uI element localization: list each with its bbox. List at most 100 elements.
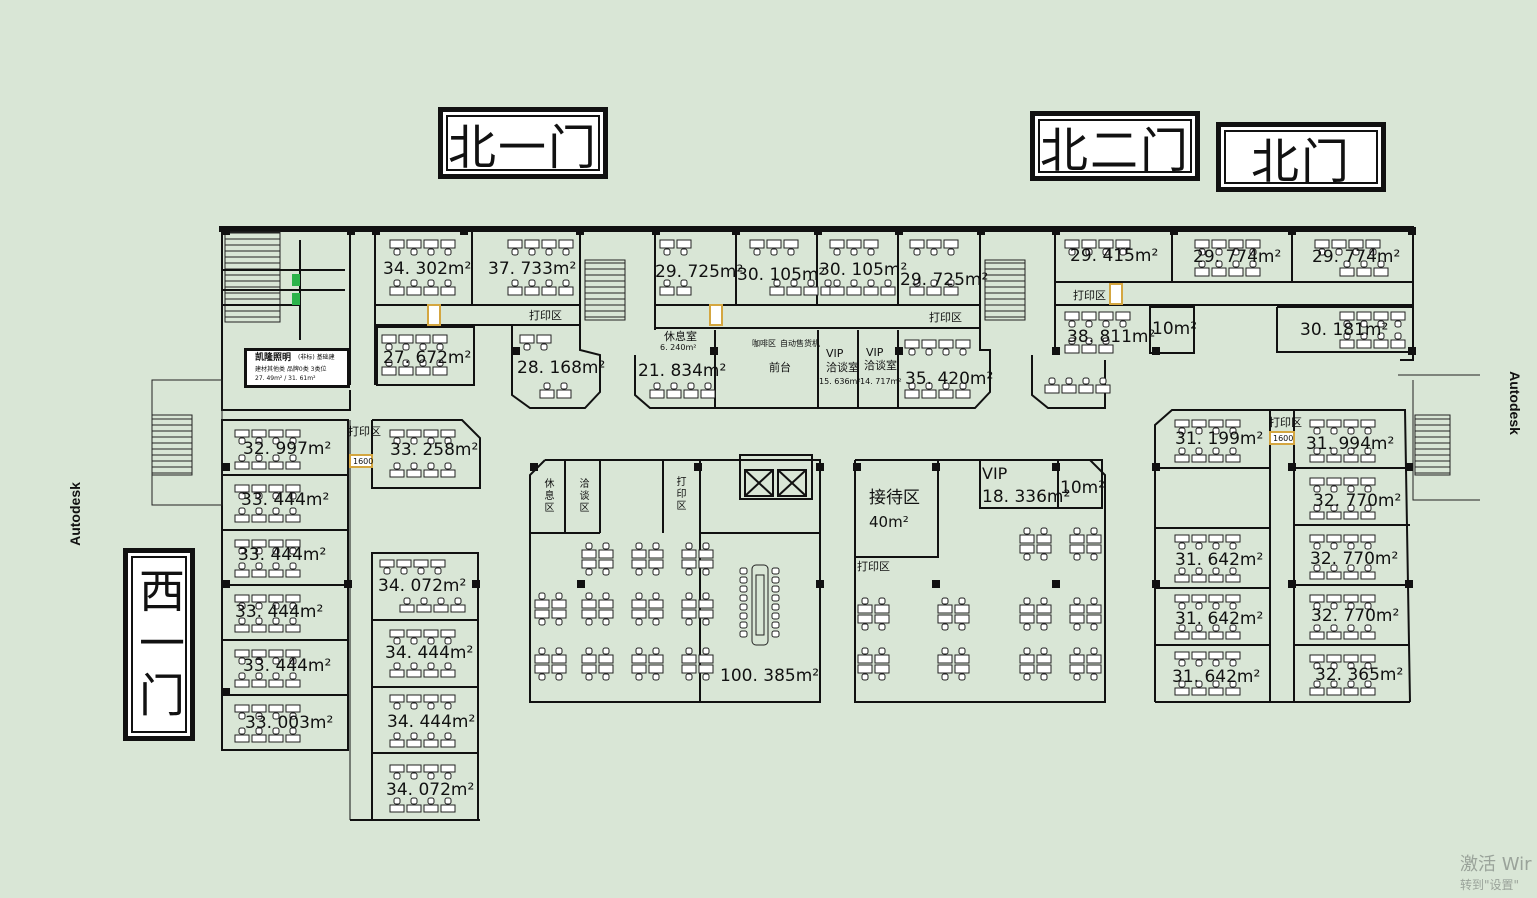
conference-chair bbox=[771, 567, 780, 575]
chair bbox=[930, 279, 938, 287]
room-area-label: 33. 444m² bbox=[235, 602, 324, 622]
coffee-area-label: 咖啡区 bbox=[752, 339, 776, 348]
chair bbox=[1377, 260, 1385, 268]
desk bbox=[1326, 419, 1342, 428]
chair bbox=[1065, 377, 1073, 385]
conference-chair bbox=[771, 576, 780, 584]
chair bbox=[238, 672, 246, 680]
desk bbox=[1174, 651, 1190, 660]
chair bbox=[402, 343, 410, 351]
chair bbox=[1090, 647, 1098, 655]
desk bbox=[1086, 654, 1102, 664]
desk bbox=[1064, 344, 1080, 354]
desk bbox=[389, 804, 405, 813]
chair bbox=[652, 647, 660, 655]
chair bbox=[1085, 337, 1093, 345]
pillar-layer bbox=[222, 227, 1416, 696]
desk bbox=[507, 239, 523, 249]
chair bbox=[585, 618, 593, 626]
chair bbox=[410, 437, 418, 445]
chair bbox=[1313, 504, 1321, 512]
desk bbox=[234, 704, 250, 713]
chair bbox=[925, 382, 933, 390]
chair bbox=[538, 673, 546, 681]
desk bbox=[1309, 631, 1325, 640]
desk bbox=[1191, 651, 1207, 660]
desk bbox=[268, 484, 284, 493]
vip-label: VIP bbox=[866, 346, 884, 359]
chair bbox=[238, 727, 246, 735]
desk bbox=[234, 649, 250, 658]
chair bbox=[427, 279, 435, 287]
chair bbox=[1229, 567, 1237, 575]
desk bbox=[440, 469, 456, 478]
pillar bbox=[1052, 347, 1060, 355]
chair bbox=[272, 437, 280, 445]
desk bbox=[698, 664, 714, 674]
desk bbox=[1225, 574, 1241, 583]
pillar bbox=[1152, 347, 1160, 355]
desk bbox=[536, 334, 552, 344]
chair bbox=[908, 382, 916, 390]
desk bbox=[399, 604, 415, 613]
desk bbox=[874, 614, 890, 624]
desk bbox=[863, 286, 879, 296]
desk bbox=[1225, 454, 1241, 463]
desk bbox=[1078, 384, 1094, 394]
desk bbox=[381, 334, 397, 344]
chair bbox=[833, 279, 841, 287]
chair bbox=[427, 732, 435, 740]
chair bbox=[1364, 602, 1372, 610]
desk bbox=[524, 286, 540, 296]
pillar bbox=[1052, 463, 1060, 471]
room-area-label: 34. 444m² bbox=[385, 643, 474, 663]
desk bbox=[251, 514, 267, 523]
chair bbox=[635, 673, 643, 681]
chair bbox=[942, 348, 950, 356]
dimension-label: 1600 bbox=[1273, 434, 1294, 443]
chair bbox=[1073, 597, 1081, 605]
desk bbox=[1326, 511, 1342, 520]
chair bbox=[1212, 624, 1220, 632]
desk bbox=[1309, 477, 1325, 486]
desk bbox=[251, 624, 267, 633]
chair bbox=[427, 772, 435, 780]
desk bbox=[389, 669, 405, 678]
desk bbox=[551, 654, 567, 664]
desk bbox=[1339, 267, 1355, 277]
desk bbox=[268, 679, 284, 688]
desk bbox=[1314, 239, 1330, 249]
chair bbox=[1360, 332, 1368, 340]
chair bbox=[850, 279, 858, 287]
desk bbox=[541, 286, 557, 296]
chair bbox=[702, 592, 710, 600]
pillar bbox=[652, 227, 660, 235]
desk bbox=[1019, 664, 1035, 674]
chair bbox=[850, 248, 858, 256]
room-area-label: 30. 105m² bbox=[737, 265, 826, 285]
chair bbox=[685, 618, 693, 626]
chair bbox=[602, 618, 610, 626]
desk bbox=[450, 604, 466, 613]
desk bbox=[648, 609, 664, 619]
desk bbox=[681, 549, 697, 559]
desk bbox=[1081, 344, 1097, 354]
chair bbox=[1090, 673, 1098, 681]
desk bbox=[423, 286, 439, 296]
pillar bbox=[814, 227, 822, 235]
desk bbox=[406, 669, 422, 678]
chair bbox=[635, 618, 643, 626]
chair bbox=[410, 702, 418, 710]
chair bbox=[1073, 553, 1081, 561]
chair bbox=[1073, 673, 1081, 681]
desk bbox=[285, 484, 301, 493]
desk bbox=[1326, 631, 1342, 640]
chair bbox=[1347, 542, 1355, 550]
chair bbox=[255, 712, 263, 720]
chair bbox=[1394, 320, 1402, 328]
chair bbox=[538, 592, 546, 600]
chair bbox=[685, 592, 693, 600]
chair bbox=[255, 492, 263, 500]
desk bbox=[1191, 574, 1207, 583]
north-gate-sign: 北门 bbox=[1216, 122, 1386, 192]
